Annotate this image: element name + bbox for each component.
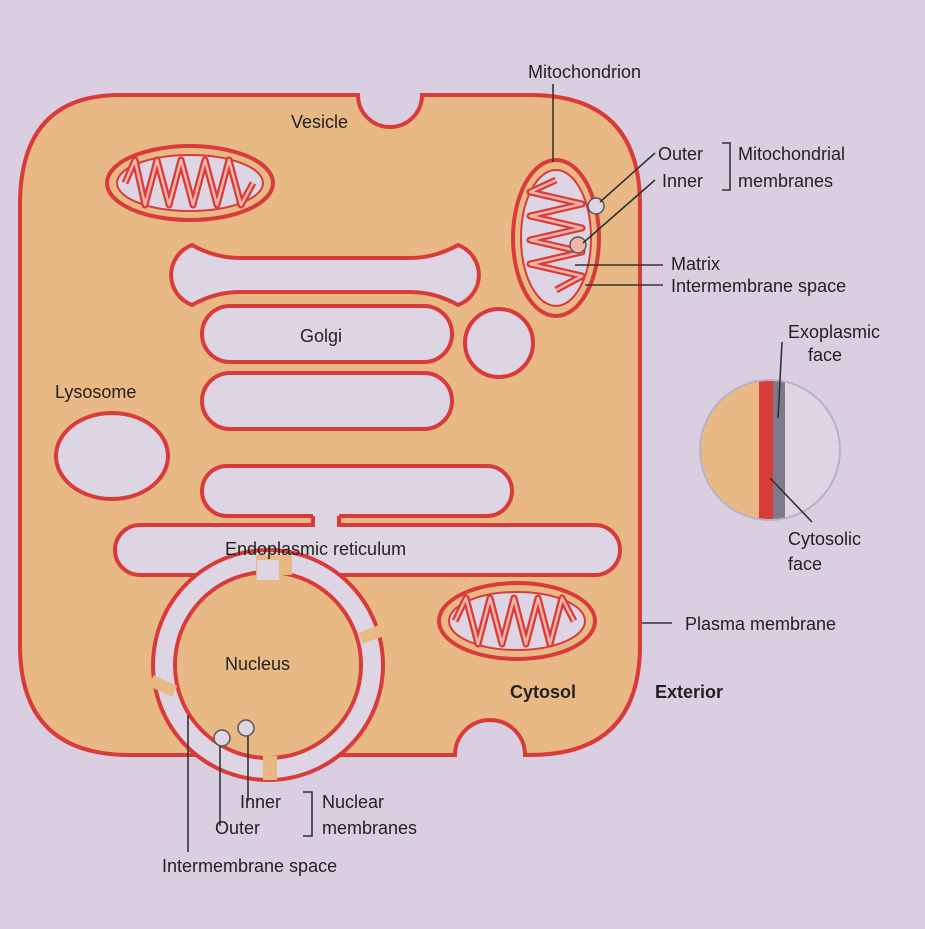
label-lysosome: Lysosome bbox=[55, 382, 136, 402]
membrane-detail bbox=[699, 379, 841, 521]
label-mito-outer: Outer bbox=[658, 144, 703, 164]
label-nuclear-membranes-1: Nuclear bbox=[322, 792, 384, 812]
label-nuclear-inner: Inner bbox=[240, 792, 281, 812]
label-mito-membranes-2: membranes bbox=[738, 171, 833, 191]
golgi-cisterna-middle bbox=[200, 304, 454, 364]
mitochondrion-right bbox=[511, 158, 605, 318]
golgi-cisterna-top bbox=[169, 242, 481, 308]
label-exoplasmic-1: Exoplasmic bbox=[788, 322, 880, 342]
golgi-cisterna-lower bbox=[200, 371, 454, 431]
label-matrix: Matrix bbox=[671, 254, 720, 274]
mitochondrion-top-left bbox=[105, 144, 275, 222]
leader-lines bbox=[187, 84, 813, 852]
label-cytosolic-1: Cytosolic bbox=[788, 529, 861, 549]
golgi-vesicle bbox=[463, 307, 535, 379]
nuclear-envelope bbox=[148, 548, 386, 782]
mitochondrion-bottom bbox=[437, 581, 597, 661]
label-golgi: Golgi bbox=[300, 326, 342, 346]
lysosome-organelle bbox=[54, 411, 170, 501]
label-nuclear-intermembrane-space: Intermembrane space bbox=[162, 856, 337, 876]
label-nucleus: Nucleus bbox=[225, 654, 290, 674]
label-mito-membranes-1: Mitochondrial bbox=[738, 144, 845, 164]
label-cytosolic-2: face bbox=[788, 554, 822, 574]
label-nuclear-membranes-2: membranes bbox=[322, 818, 417, 838]
label-mito-inner: Inner bbox=[662, 171, 703, 191]
label-plasma-membrane: Plasma membrane bbox=[685, 614, 836, 634]
er-connector-top bbox=[313, 508, 339, 532]
label-intermembrane-space: Intermembrane space bbox=[671, 276, 846, 296]
label-mitochondrion: Mitochondrion bbox=[528, 62, 641, 82]
er-cisterna-top bbox=[200, 464, 514, 518]
label-exoplasmic-2: face bbox=[808, 345, 842, 365]
label-er: Endoplasmic reticulum bbox=[225, 539, 406, 559]
label-cytosol: Cytosol bbox=[510, 682, 576, 702]
label-exterior: Exterior bbox=[655, 682, 723, 702]
label-vesicle: Vesicle bbox=[291, 112, 348, 132]
label-nuclear-outer: Outer bbox=[215, 818, 260, 838]
